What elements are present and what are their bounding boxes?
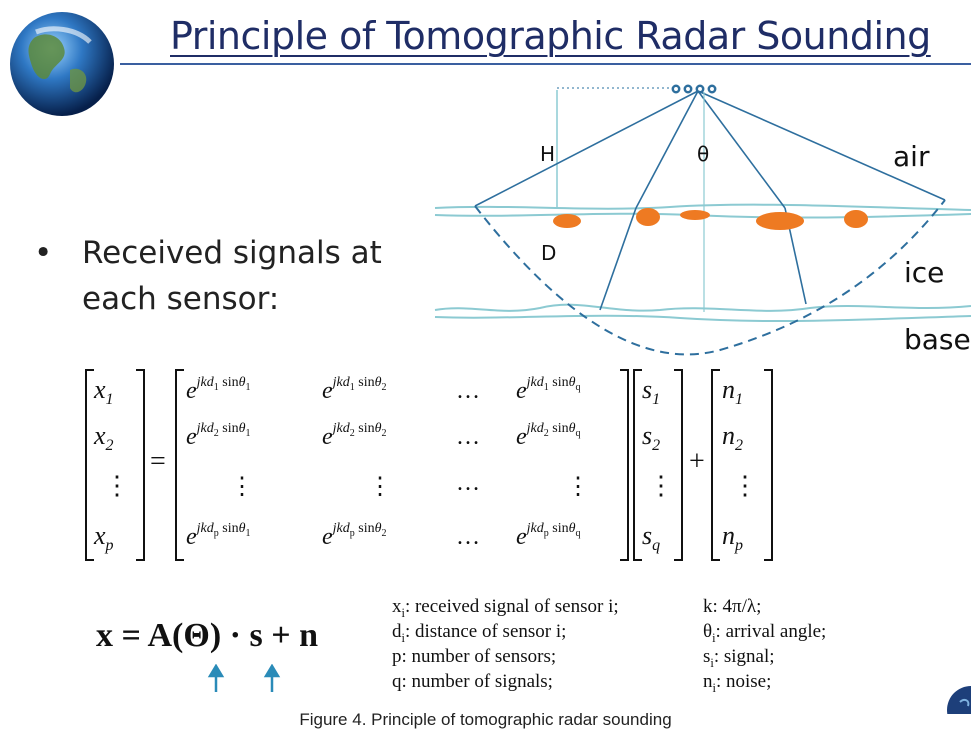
depth-label: D (541, 241, 557, 265)
sensor-array (671, 84, 717, 94)
svg-text:ejkd2 sinθ2: ejkd2 sinθ2 (322, 421, 387, 450)
svg-text:ejkd2 sinθ1: ejkd2 sinθ1 (186, 421, 251, 450)
legend-item: θi: arrival angle; (703, 621, 827, 645)
equation-arrows (207, 664, 281, 692)
matrix-bracket-right (620, 369, 629, 561)
figure-caption: Figure 4. Principle of tomographic radar… (299, 710, 672, 729)
svg-text:ejkd1 sinθq: ejkd1 sinθq (516, 375, 581, 404)
matrix-bracket-left (175, 369, 184, 561)
signal-dots: ⋮ (648, 471, 674, 500)
noise-n1: n1 (722, 375, 743, 408)
swath-outline (474, 199, 946, 356)
globe-icon (10, 12, 114, 116)
legend-item: q: number of signals; (392, 671, 553, 692)
matrix-equation: x1 x2 ⋮ xp = ejkd1 sinθ1 ejkd1 sinθ2 … e… (85, 369, 773, 561)
target-3 (680, 210, 710, 220)
signal-bracket-right (674, 369, 683, 561)
noise-np: np (722, 521, 743, 554)
svg-text:⋮: ⋮ (368, 474, 392, 500)
noise-dots: ⋮ (732, 471, 758, 500)
svg-text:⋮: ⋮ (230, 474, 254, 500)
svg-text:…: … (456, 378, 480, 404)
height-label: H (540, 142, 556, 166)
lhs-bracket-right (136, 369, 145, 561)
svg-text:…: … (456, 470, 480, 496)
layer-label-base: base (904, 323, 971, 356)
equals-sign: = (150, 446, 166, 477)
svg-text:ejkdp sinθ1: ejkdp sinθ1 (186, 521, 251, 550)
compact-equation: x = A(Θ) · s + n (96, 617, 318, 654)
lhs-x2: x2 (93, 421, 114, 454)
angle-label: θ (697, 142, 710, 166)
svg-text:⋮: ⋮ (566, 474, 590, 500)
target-5 (844, 210, 868, 228)
tomography-diagram (434, 84, 971, 356)
layer-label-air: air (893, 140, 930, 173)
slide-title: Principle of Tomographic Radar Sounding (170, 14, 931, 58)
plus-sign: + (689, 446, 705, 477)
svg-text:…: … (456, 424, 480, 450)
layer-label-ice: ice (904, 256, 945, 289)
svg-text:ejkdp sinθq: ejkdp sinθq (516, 521, 581, 550)
signal-bracket-left (633, 369, 642, 561)
target-2 (636, 208, 660, 226)
svg-text:ejkd2 sinθq: ejkd2 sinθq (516, 421, 581, 450)
lhs-x1: x1 (93, 375, 114, 408)
ice-base-boundary (434, 303, 971, 323)
target-1 (553, 214, 581, 228)
svg-text:ejkdp sinθ2: ejkdp sinθ2 (322, 521, 387, 550)
ice-targets (553, 208, 868, 230)
lhs-dots: ⋮ (104, 471, 130, 500)
svg-text:ejkd1 sinθ1: ejkd1 sinθ1 (186, 375, 251, 404)
svg-text:ejkd1 sinθ2: ejkd1 sinθ2 (322, 375, 387, 404)
legend-item: p: number of sensors; (392, 646, 557, 667)
legend-item: di: distance of sensor i; (392, 621, 567, 645)
legend-item: k: 4π/λ; (703, 596, 762, 617)
lhs-bracket-left (85, 369, 94, 561)
signal-sq: sq (642, 521, 660, 554)
target-4 (756, 212, 804, 230)
radar-beams (474, 90, 946, 311)
legend-item: si: signal; (703, 646, 775, 670)
signal-s1: s1 (642, 375, 660, 408)
legend-item: ni: noise; (703, 671, 772, 695)
title-underline-bar (120, 63, 971, 65)
svg-text:…: … (456, 524, 480, 550)
legend-item: xi: received signal of sensor i; (392, 596, 619, 620)
signal-s2: s2 (642, 421, 660, 454)
noise-bracket-right (764, 369, 773, 561)
noise-n2: n2 (722, 421, 743, 454)
corner-decoration (947, 686, 971, 714)
bullet-text: Received signals at each sensor: (82, 235, 382, 317)
noise-bracket-left (711, 369, 720, 561)
bullet-dot: • (34, 235, 53, 271)
lhs-xp: xp (93, 521, 114, 554)
